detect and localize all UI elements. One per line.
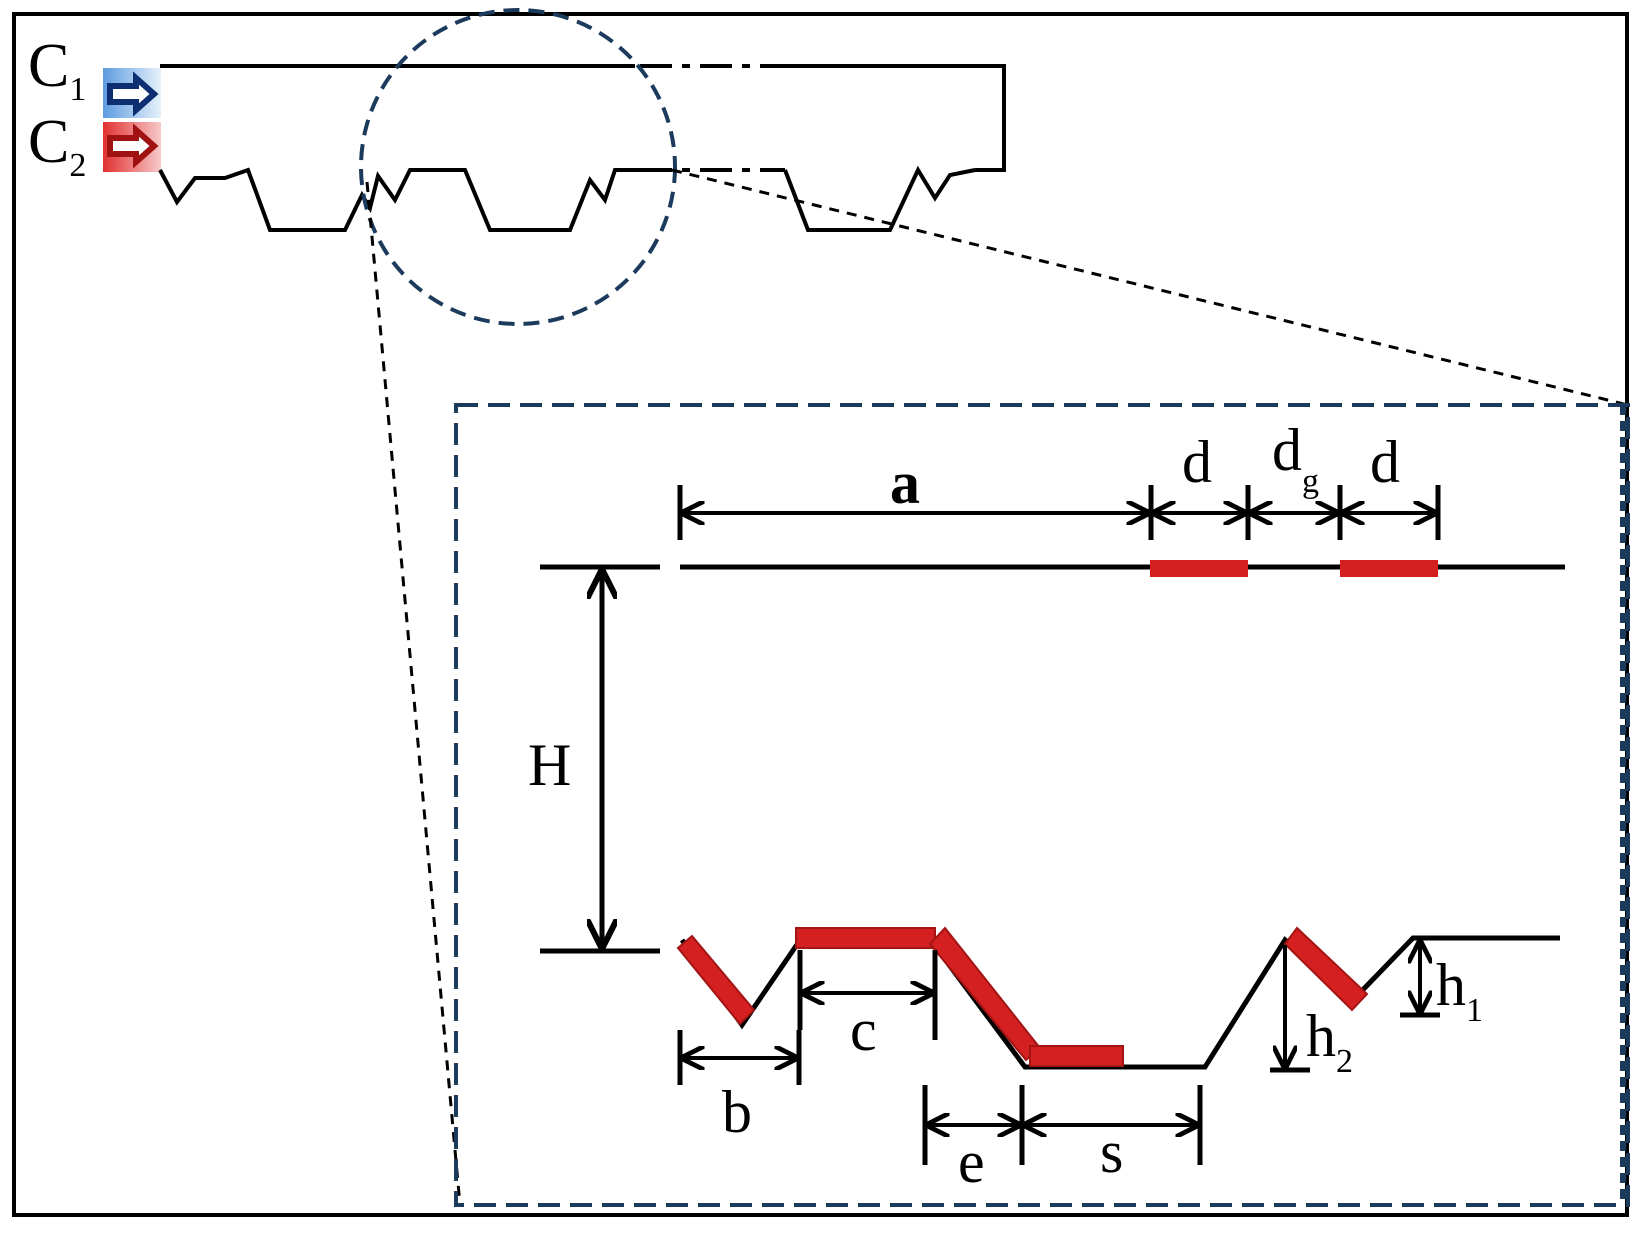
label-dg-sub: g <box>1302 463 1319 500</box>
bottom-dimension-ticks <box>677 950 1440 1165</box>
electrode-plateau <box>795 927 936 949</box>
top-electrode-right <box>1340 560 1438 577</box>
label-h1-main: h <box>1436 952 1466 1018</box>
projection-lines <box>365 168 1629 1206</box>
overview-bottom-profile-right <box>783 165 976 232</box>
electrode-v-right <box>1283 926 1369 1012</box>
label-h2: h2 <box>1306 1003 1353 1080</box>
top-electrodes <box>1150 560 1438 577</box>
electrode-slope <box>928 926 1042 1062</box>
top-dimension-ticks <box>677 485 1441 540</box>
legend-c2-arrow-icon <box>107 123 159 169</box>
svg-text:C2: C2 <box>28 108 86 184</box>
bottom-electrodes <box>676 926 1369 1067</box>
label-H: H <box>528 732 571 798</box>
label-h1: h1 <box>1436 952 1483 1029</box>
zoom-frame <box>454 403 1630 1207</box>
overview-structure <box>158 64 1006 232</box>
label-b: b <box>722 1079 752 1145</box>
legend-c1-arrow-icon <box>107 71 159 117</box>
label-dg-main: d <box>1272 417 1302 483</box>
label-h2-main: h <box>1306 1003 1336 1069</box>
label-d-right: d <box>1370 429 1400 495</box>
label-dg: dg <box>1272 417 1319 500</box>
label-h1-sub: 1 <box>1466 992 1483 1029</box>
legend-c1-subscript: 1 <box>69 71 86 108</box>
label-d-left: d <box>1182 429 1212 495</box>
label-c: c <box>850 997 877 1063</box>
top-electrode-left <box>1150 560 1248 577</box>
zoom-circle <box>359 8 677 326</box>
label-h2-sub: 2 <box>1336 1043 1353 1080</box>
legend-item-c1: C1 <box>28 32 161 118</box>
electrode-floor <box>1029 1045 1124 1067</box>
legend-c2-subscript: 2 <box>69 147 86 184</box>
overview-bottom-profile-left <box>158 167 640 232</box>
legend-c2-symbol: C <box>28 108 69 176</box>
overview-top-line-right <box>785 64 1006 172</box>
label-e: e <box>958 1129 985 1195</box>
label-a: a <box>890 450 920 516</box>
label-s: s <box>1100 1119 1123 1185</box>
bottom-dimension-arrows <box>683 942 1420 1125</box>
legend: C1 C2 <box>28 32 161 184</box>
electrode-v-left <box>676 934 756 1026</box>
legend-c1-symbol: C <box>28 32 69 100</box>
legend-item-c2: C2 <box>28 108 161 184</box>
svg-text:C1: C1 <box>28 32 86 108</box>
